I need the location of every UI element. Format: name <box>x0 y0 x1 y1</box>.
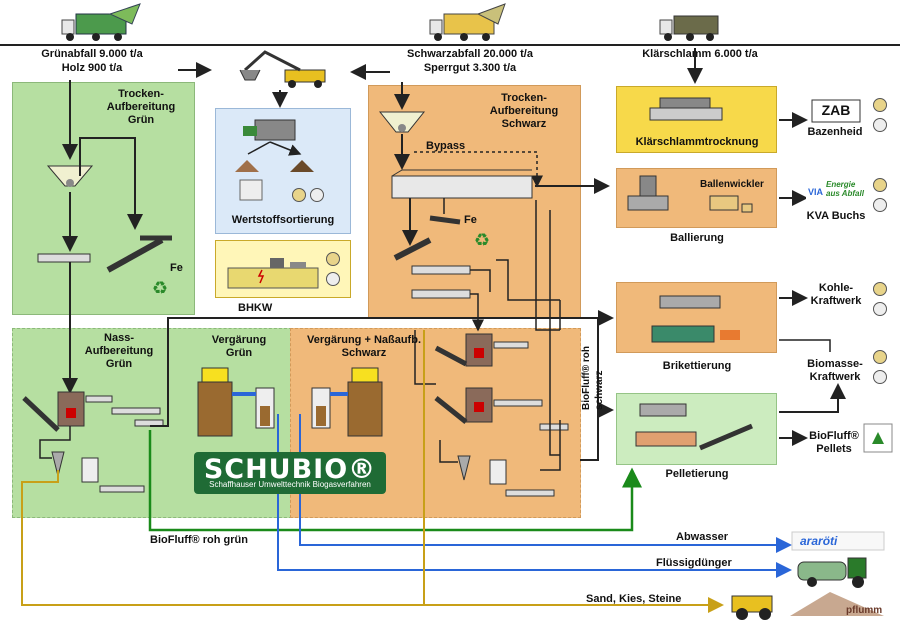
truck-green-icon <box>61 3 141 41</box>
pflumm-logo-text: pflumm <box>846 605 883 616</box>
schubio-logo: SCHUBIO® Schaffhauser Umwelttechnik Biog… <box>194 452 386 494</box>
wheel-loader-icon <box>731 595 773 620</box>
fire-icon <box>873 98 887 112</box>
schubio-logo-subtitle: Schaffhauser Umwelttechnik Biogasverfahr… <box>209 480 371 489</box>
label-briquetting: Brikettierung <box>662 360 732 372</box>
output-pellets: BioFluff® Pellets <box>809 430 859 455</box>
conveyor-green-2 <box>106 237 164 273</box>
power-icon <box>873 302 887 316</box>
wastewater-plant-icon <box>791 531 885 551</box>
truck-black-icon <box>429 3 506 41</box>
label-fe-green: Fe <box>170 262 183 274</box>
hopper-green-icon <box>46 165 94 187</box>
label-dry-green: Trocken- Aufbereitung Grün <box>106 88 176 126</box>
energie-logo <box>806 180 866 208</box>
sludge-dryer-icon <box>649 107 723 121</box>
output-kva: KVA Buchs <box>806 210 866 222</box>
fire-icon <box>873 350 887 364</box>
fire-icon <box>873 282 887 296</box>
briquetting-press-icon <box>651 295 740 343</box>
output-liquid-fertilizer: Flüssigdünger <box>656 557 732 569</box>
wet-processing-black-icon <box>434 333 569 497</box>
pellet-press-icon <box>635 403 753 451</box>
tanker-tractor-icon <box>797 557 867 588</box>
label-baler: Ballenwickler <box>700 179 764 190</box>
drum-screen-icon <box>391 175 533 199</box>
label-ferm-green: Vergärung Grün <box>211 334 267 359</box>
dry-green-area <box>12 82 195 315</box>
label-biofluff-green: BioFluff® roh grün <box>150 534 248 546</box>
output-wastewater: Abwasser <box>676 531 728 543</box>
label-bypass: Bypass <box>426 140 466 152</box>
label-biofluff-black: BioFluff® roh schwarz <box>581 345 605 410</box>
schubio-logo-title: SCHUBIO® <box>203 454 377 485</box>
input-green-waste: Grünabfall 9.000 t/a <box>41 48 143 60</box>
power-icon <box>873 118 887 132</box>
fire-icon <box>292 188 306 202</box>
hopper-black-icon <box>378 111 426 133</box>
label-pelleting: Pelletierung <box>665 468 729 480</box>
input-wood: Holz 900 t/a <box>61 62 123 74</box>
baler-icon <box>627 175 753 213</box>
output-sand: Sand, Kies, Steine <box>586 593 682 605</box>
bhkw-building-icon <box>227 258 319 289</box>
conveyor-green-1 <box>37 253 91 263</box>
crane-icon <box>239 50 326 88</box>
label-fe-black: Fe <box>464 214 477 226</box>
top-divider <box>0 44 900 46</box>
sorting-machine-icon <box>235 119 314 201</box>
label-baling: Ballierung <box>670 232 724 244</box>
output-bazenheid: Bazenheid <box>807 126 863 138</box>
power-icon <box>873 370 887 384</box>
input-bulky: Sperrgut 3.300 t/a <box>423 62 517 74</box>
label-dry-black: Trocken- Aufbereitung Schwarz <box>489 92 559 130</box>
svg-text:♻: ♻ <box>474 230 490 250</box>
input-black-waste: Schwarzabfall 20.000 t/a <box>407 48 533 60</box>
via-logo-text: VIA <box>808 187 824 197</box>
zab-logo <box>811 99 861 123</box>
wet-processing-green-icon <box>22 391 164 493</box>
gravel-pile-icon <box>790 592 884 616</box>
pellets-icon <box>863 423 893 453</box>
power-icon <box>873 198 887 212</box>
label-ferm-black: Vergärung + Naßaufb. Schwarz <box>307 334 421 359</box>
fermenter-black-icon <box>311 367 383 437</box>
label-wet-green: Nass- Aufbereitung Grün <box>84 332 154 370</box>
fire-icon <box>326 252 340 266</box>
power-icon <box>326 272 340 286</box>
truck-sludge-icon <box>659 15 719 41</box>
zab-logo-text: ZAB <box>821 102 851 118</box>
output-coal-plant: Kohle- Kraftwerk <box>810 282 862 307</box>
energie-logo-text: Energie aus Abfall <box>826 180 864 198</box>
label-bhkw: BHKW <box>238 302 273 314</box>
fermenter-green-icon <box>197 367 275 437</box>
label-sludge-dry: Klärschlammtrocknung <box>635 136 759 148</box>
label-recycling: Wertstoffsortierung <box>231 214 335 226</box>
svg-text:♻: ♻ <box>152 278 168 298</box>
ara-logo-text: araröti <box>800 534 838 548</box>
power-icon <box>310 188 324 202</box>
fire-icon <box>873 178 887 192</box>
output-biomass-plant: Biomasse- Kraftwerk <box>807 358 863 383</box>
input-sludge: Klärschlamm 6.000 t/a <box>642 48 758 60</box>
